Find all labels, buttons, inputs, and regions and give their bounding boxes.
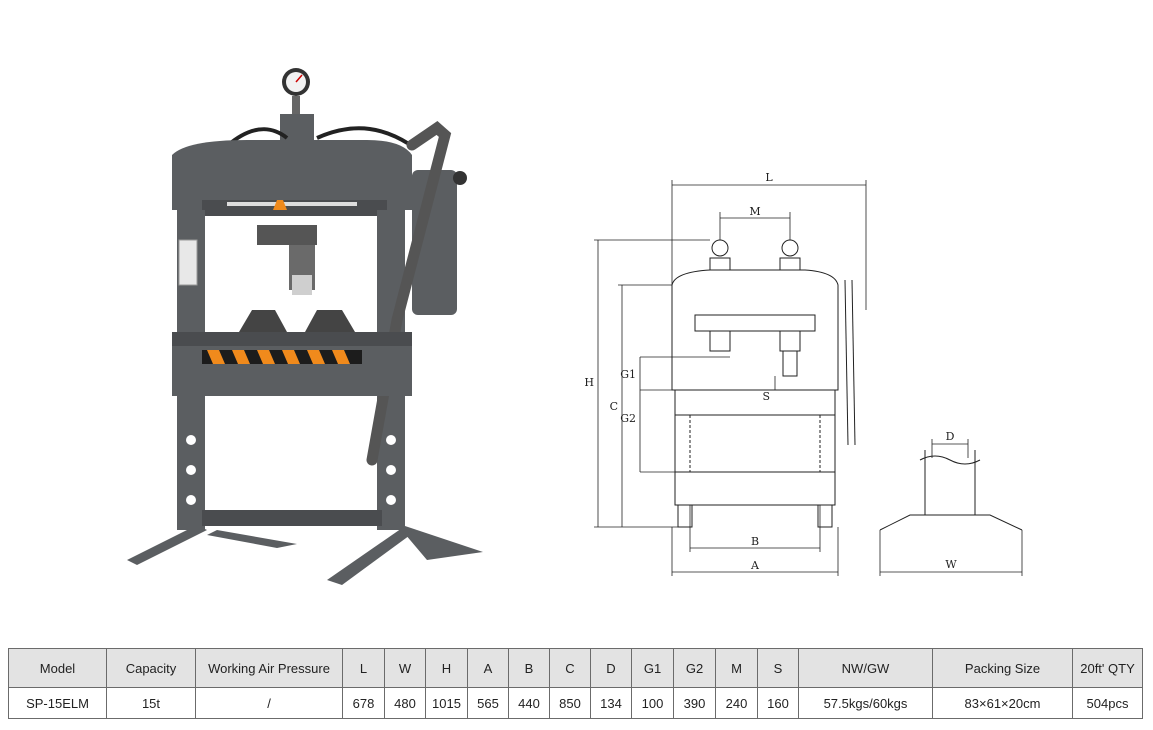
table-cell: 57.5kgs/60kgs <box>798 687 933 719</box>
column-header: Working Air Pressure <box>195 648 343 688</box>
column-header: B <box>508 648 550 688</box>
column-header: Capacity <box>106 648 196 688</box>
column-header: 20ft' QTY <box>1072 648 1143 688</box>
dim-label-C: C <box>610 400 618 413</box>
column-header: W <box>384 648 426 688</box>
table-cell: 504pcs <box>1072 687 1143 719</box>
column-header: A <box>467 648 509 688</box>
press-photo <box>127 68 483 585</box>
dim-label-G2: G2 <box>620 412 636 425</box>
table-cell: 1015 <box>425 687 468 719</box>
column-header: L <box>342 648 385 688</box>
column-header: D <box>590 648 632 688</box>
table-cell: 134 <box>590 687 632 719</box>
dim-label-H: H <box>584 376 594 389</box>
dim-label-A: A <box>750 559 760 572</box>
pressure-gauge-icon <box>280 68 314 144</box>
table-cell: 565 <box>467 687 509 719</box>
dim-label-B: B <box>751 535 759 548</box>
column-header: M <box>715 648 758 688</box>
warning-stripe <box>202 350 362 364</box>
dim-label-M: M <box>749 205 760 218</box>
table-cell: 678 <box>342 687 385 719</box>
column-header: NW/GW <box>798 648 933 688</box>
dim-label-W: W <box>945 558 957 571</box>
column-header: Packing Size <box>932 648 1073 688</box>
dim-label-D: D <box>946 430 955 443</box>
table-cell: 240 <box>715 687 758 719</box>
table-cell: 100 <box>631 687 674 719</box>
dimension-drawing: L M H C G1 G2 S B A D W <box>584 171 1023 576</box>
column-header: S <box>757 648 799 688</box>
table-cell: SP-15ELM <box>8 687 107 719</box>
table-cell: 480 <box>384 687 426 719</box>
dim-label-G1: G1 <box>620 368 636 381</box>
table-cell: 160 <box>757 687 799 719</box>
table-cell: 850 <box>549 687 591 719</box>
column-header: G2 <box>673 648 716 688</box>
table-cell: 440 <box>508 687 550 719</box>
dim-label-L: L <box>765 171 773 184</box>
table-cell: 15t <box>106 687 196 719</box>
column-header: H <box>425 648 468 688</box>
dim-label-S: S <box>762 390 770 403</box>
column-header: Model <box>8 648 107 688</box>
column-header: G1 <box>631 648 674 688</box>
table-cell: / <box>195 687 343 719</box>
table-cell: 83×61×20cm <box>932 687 1073 719</box>
column-header: C <box>549 648 591 688</box>
table-cell: 390 <box>673 687 716 719</box>
